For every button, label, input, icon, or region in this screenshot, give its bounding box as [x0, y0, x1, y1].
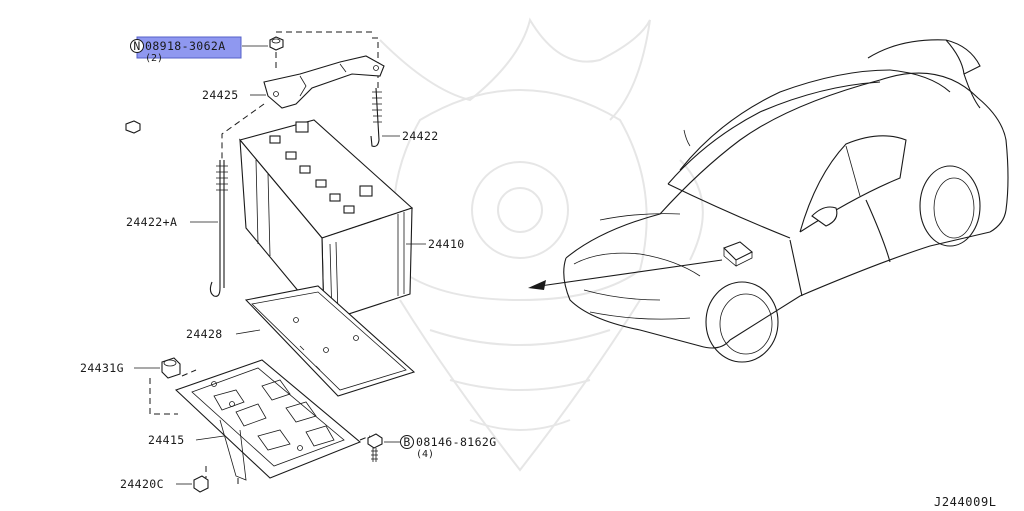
bolt-prefix-letter: B: [403, 435, 410, 449]
nut-quantity: (2): [145, 53, 163, 64]
grommet: [161, 357, 181, 379]
clip-label: 24420C: [120, 477, 164, 491]
bolt: [367, 433, 383, 462]
rod-short-label: 24422: [402, 129, 439, 143]
nut-part-number: 08918-3062A: [145, 39, 226, 53]
nut-callout[interactable]: N 08918-3062A (2): [130, 36, 242, 64]
battery-tray: [174, 359, 362, 481]
diagram-code: J244009L: [934, 495, 997, 509]
grommet-label: 24431G: [80, 361, 124, 375]
clip: [193, 475, 209, 493]
bracket-label: 24425: [202, 88, 239, 102]
bolt-circle-marker: [400, 435, 414, 449]
nut-part: [269, 36, 284, 51]
bolt-part-number: 08146-8162G: [416, 435, 497, 449]
battery-label: 24410: [428, 237, 465, 251]
nut-circle-marker: [130, 39, 144, 53]
battery-hold-bracket: [263, 55, 385, 109]
rod-long-label: 24422+A: [126, 215, 177, 229]
hold-rod-short: [370, 87, 382, 147]
battery: [125, 119, 414, 324]
tray-label: 24415: [148, 433, 185, 447]
hold-rod-long: [209, 160, 228, 297]
bolt-callout[interactable]: B 08146-8162G (4): [400, 435, 497, 460]
battery-pad-label: 24428: [186, 327, 223, 341]
nut-prefix-letter: N: [133, 39, 140, 53]
bolt-quantity: (4): [416, 449, 434, 460]
battery-pad: [244, 285, 416, 397]
car-illustration: [528, 39, 1009, 363]
